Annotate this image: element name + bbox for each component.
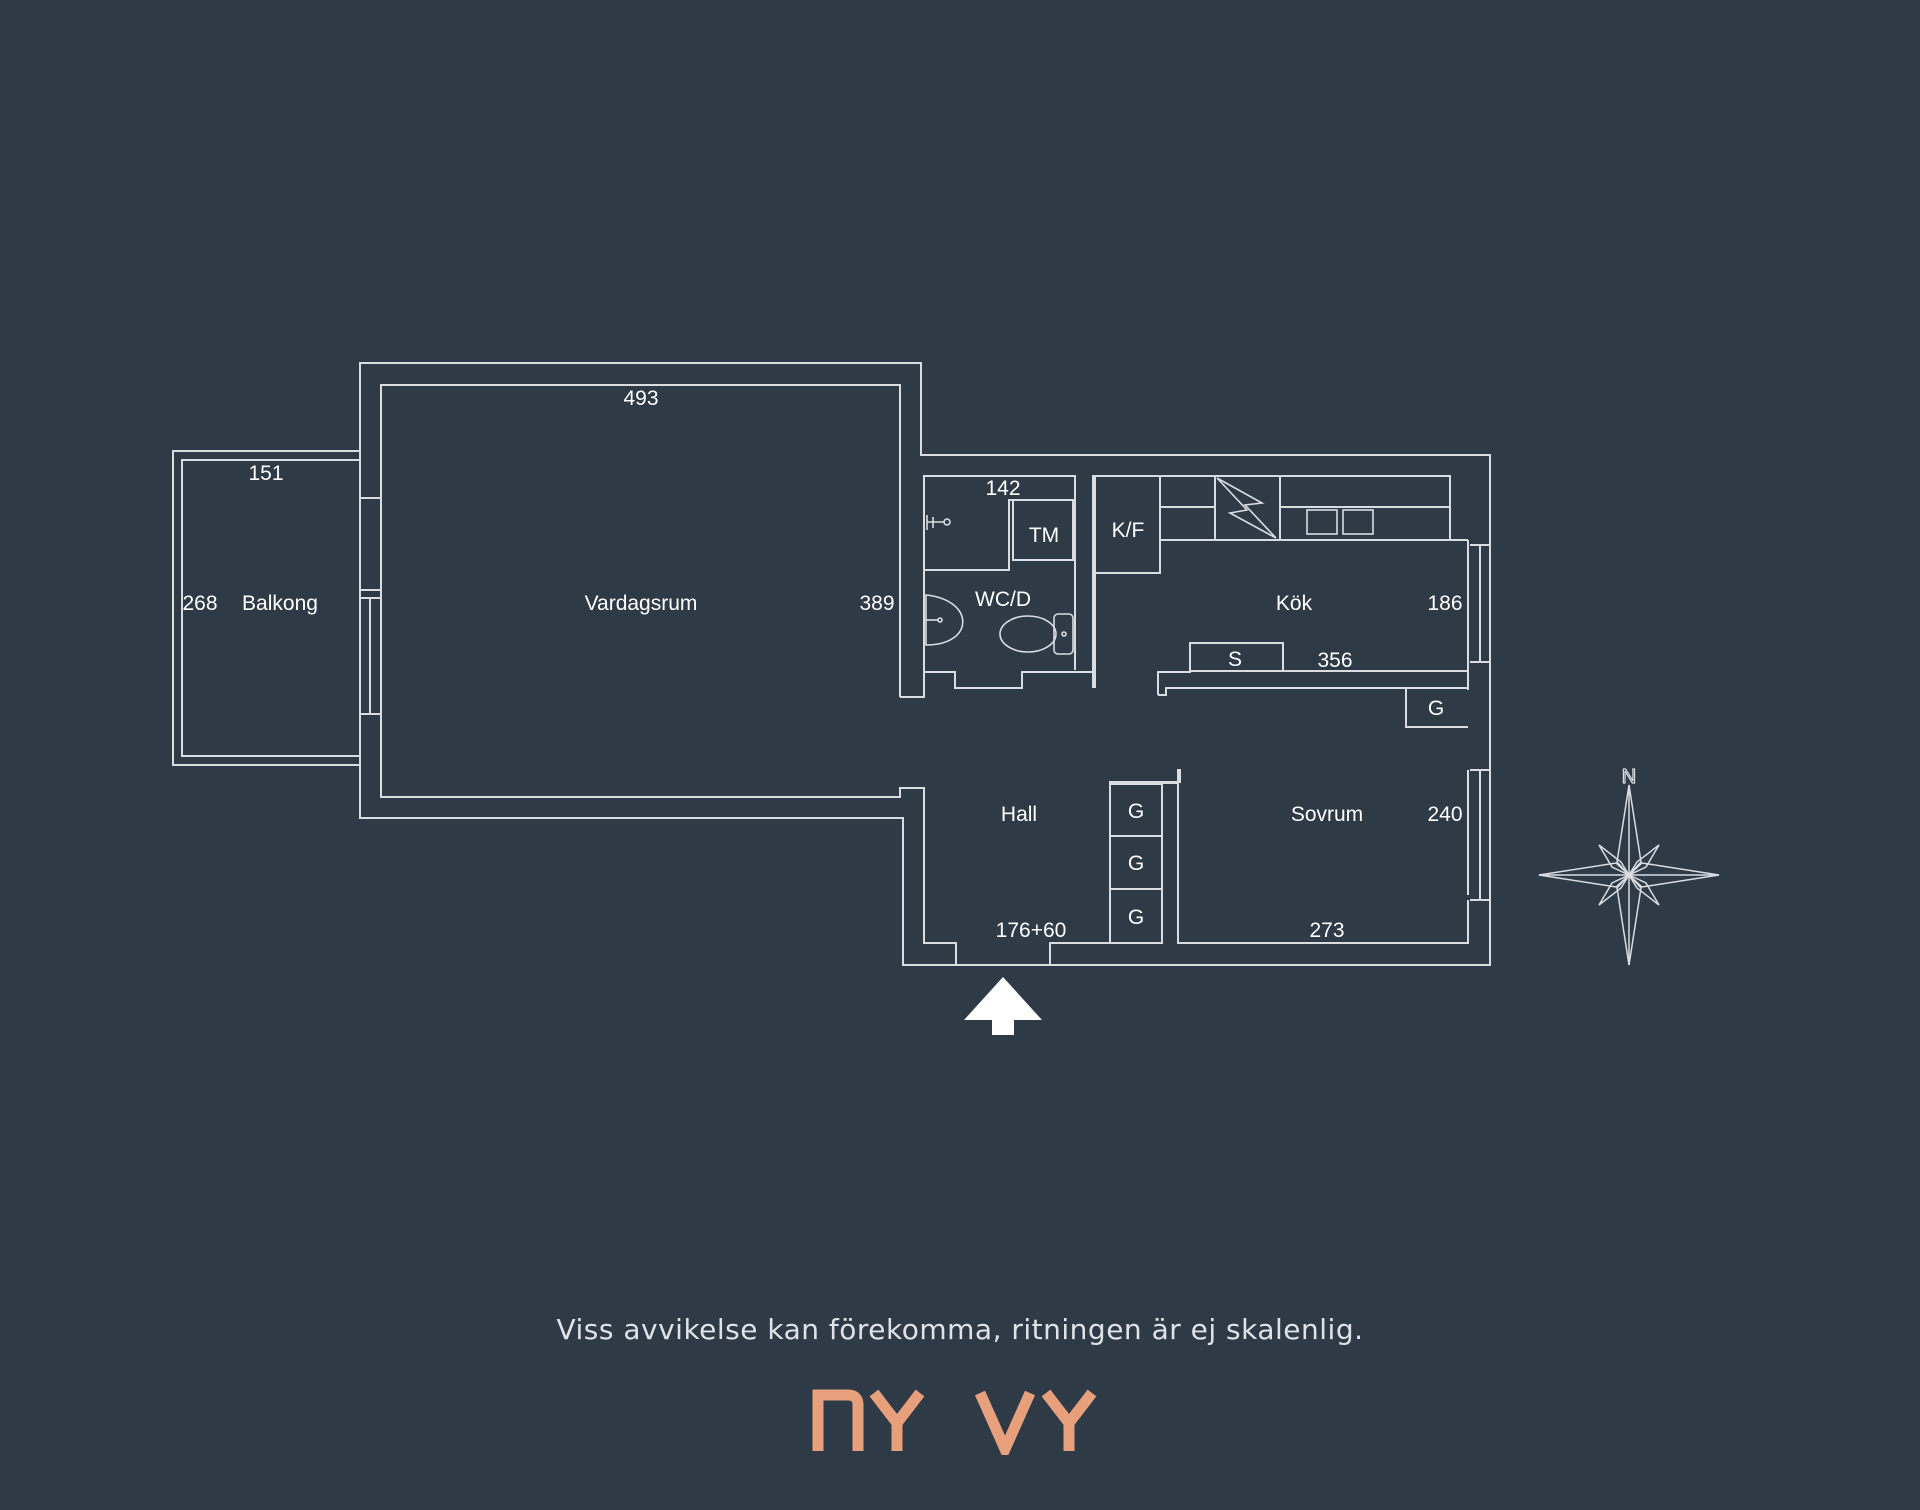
bathroom-walls: [900, 475, 1096, 698]
dimension-wc-width: 142: [985, 477, 1020, 500]
fixture-label-g: G: [1128, 800, 1144, 823]
toilet-icon: [999, 615, 1057, 653]
outer-wall: [359, 362, 1491, 966]
inner-wall-outline: [380, 384, 901, 697]
shower-icon: [926, 515, 951, 530]
dimension-sovrum-depth: 240: [1427, 803, 1462, 826]
room-label-kok: Kök: [1276, 592, 1313, 615]
dimension-vardagsrum-width: 493: [623, 387, 658, 410]
bathroom-fixtures: [925, 515, 1074, 655]
disclaimer-text: Viss avvikelse kan förekomma, ritningen …: [556, 1313, 1364, 1346]
outer-walls: [359, 362, 1491, 966]
dimension-balkong-depth: 268: [182, 592, 217, 615]
dimension-balkong-width: 151: [248, 462, 283, 485]
kitchen-walls: [1092, 475, 1490, 696]
compass-north-label: N: [1622, 766, 1636, 788]
fixture-label-s: S: [1228, 648, 1242, 671]
dimension-labels: 493 151 268 389 142 186 356 240 273 176+…: [182, 387, 1462, 942]
sink-icon: [925, 594, 964, 646]
living-bottom-wall: [380, 758, 957, 965]
fixture-label-tm: TM: [1029, 524, 1059, 547]
entry-right-wall: [1049, 769, 1469, 965]
balcony: [172, 450, 382, 766]
fixture-label-g: G: [1128, 906, 1144, 929]
fixture-label-g: G: [1428, 697, 1444, 720]
bedroom-walls: [1109, 688, 1490, 944]
up-arrow-icon: [964, 977, 1042, 1035]
room-label-sovrum: Sovrum: [1291, 803, 1363, 826]
dimension-sovrum-width: 273: [1309, 919, 1344, 942]
room-labels: Balkong Vardagsrum WC/D Kök Hall Sovrum: [242, 588, 1363, 826]
dimension-kok-depth: 186: [1427, 592, 1462, 615]
fixture-labels: TM K/F S G G G G: [1029, 519, 1444, 929]
fixture-label-kf: K/F: [1112, 519, 1145, 542]
fixture-label-g: G: [1128, 852, 1144, 875]
compass-icon: N: [1538, 765, 1720, 966]
room-label-hall: Hall: [1001, 803, 1037, 826]
dimension-hall-width: 176+60: [996, 919, 1067, 942]
room-label-wc: WC/D: [975, 588, 1031, 611]
dimension-kok-width: 356: [1317, 649, 1352, 672]
brand-logo: [812, 1389, 1097, 1455]
dimension-vardagsrum-depth: 389: [859, 592, 894, 615]
room-label-vardagsrum: Vardagsrum: [585, 592, 698, 615]
room-label-balkong: Balkong: [242, 592, 318, 615]
